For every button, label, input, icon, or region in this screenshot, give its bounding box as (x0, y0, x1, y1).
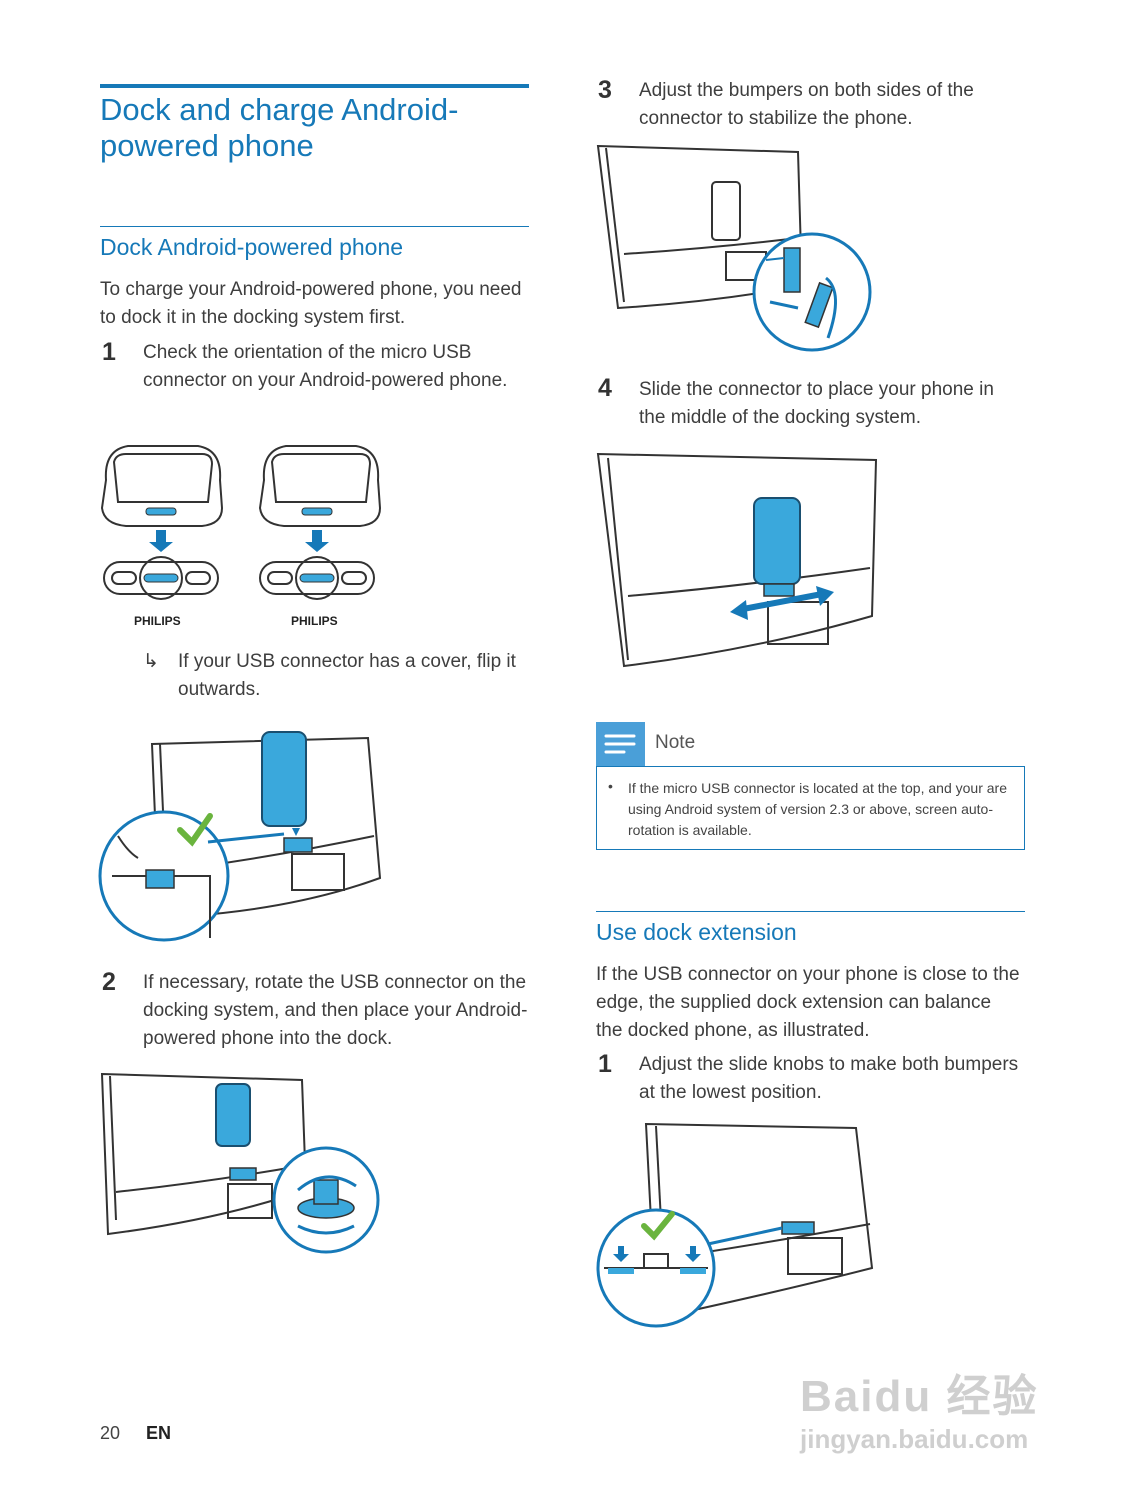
note-box (596, 766, 1025, 850)
step-number-2: 2 (102, 968, 116, 996)
section-rule (100, 226, 529, 227)
note-title: Note (655, 732, 696, 753)
page-number: 20 (100, 1423, 121, 1443)
step-text-3: Adjust the bumpers on both sides of the … (639, 80, 974, 129)
result-arrow-icon: ↳ (143, 651, 159, 672)
figure-dock-extension (594, 1118, 884, 1328)
figure-adjust-bumpers (594, 142, 884, 352)
note-icon (596, 722, 645, 766)
step-number-4: 4 (598, 374, 612, 402)
figure-rotate-connector (98, 1070, 388, 1260)
note-text: If the micro USB connector is located at… (628, 780, 1007, 838)
figure-slide-connector (594, 450, 884, 672)
note-bullet: • (608, 778, 613, 794)
section2-intro: If the USB connector on your phone is cl… (596, 964, 1020, 1041)
section-intro: To charge your Android-powered phone, yo… (100, 279, 522, 328)
watermark: Baidu 经验 jingyan.baidu.com (800, 1360, 1038, 1455)
step-text-2: If necessary, rotate the USB connector o… (143, 972, 528, 1049)
section-rule-2 (596, 911, 1025, 912)
watermark-url: jingyan.baidu.com (800, 1424, 1029, 1454)
brand-label-left: PHILIPS (134, 614, 181, 628)
section-heading-dock: Dock Android-powered phone (100, 234, 404, 260)
watermark-brand: Baidu 经验 (800, 1372, 1039, 1421)
step-text-1: Check the orientation of the micro USB c… (143, 342, 508, 391)
language-label: EN (146, 1423, 172, 1443)
step-text-4: Slide the connector to place your phone … (639, 379, 994, 428)
figure-connector-orientation (98, 440, 388, 640)
step-text-ext-1: Adjust the slide knobs to make both bump… (639, 1054, 1019, 1103)
step-number-3: 3 (598, 76, 612, 104)
result-text: If your USB connector has a cover, flip … (178, 651, 516, 700)
title-rule (100, 84, 529, 88)
figure-dock-check (98, 728, 388, 948)
step-number-1: 1 (102, 338, 116, 366)
brand-label-right: PHILIPS (291, 614, 338, 628)
step-number-ext-1: 1 (598, 1050, 612, 1078)
page-title: Dock and charge Android-powered phone (100, 92, 459, 163)
section-heading-extension: Use dock extension (596, 919, 797, 945)
